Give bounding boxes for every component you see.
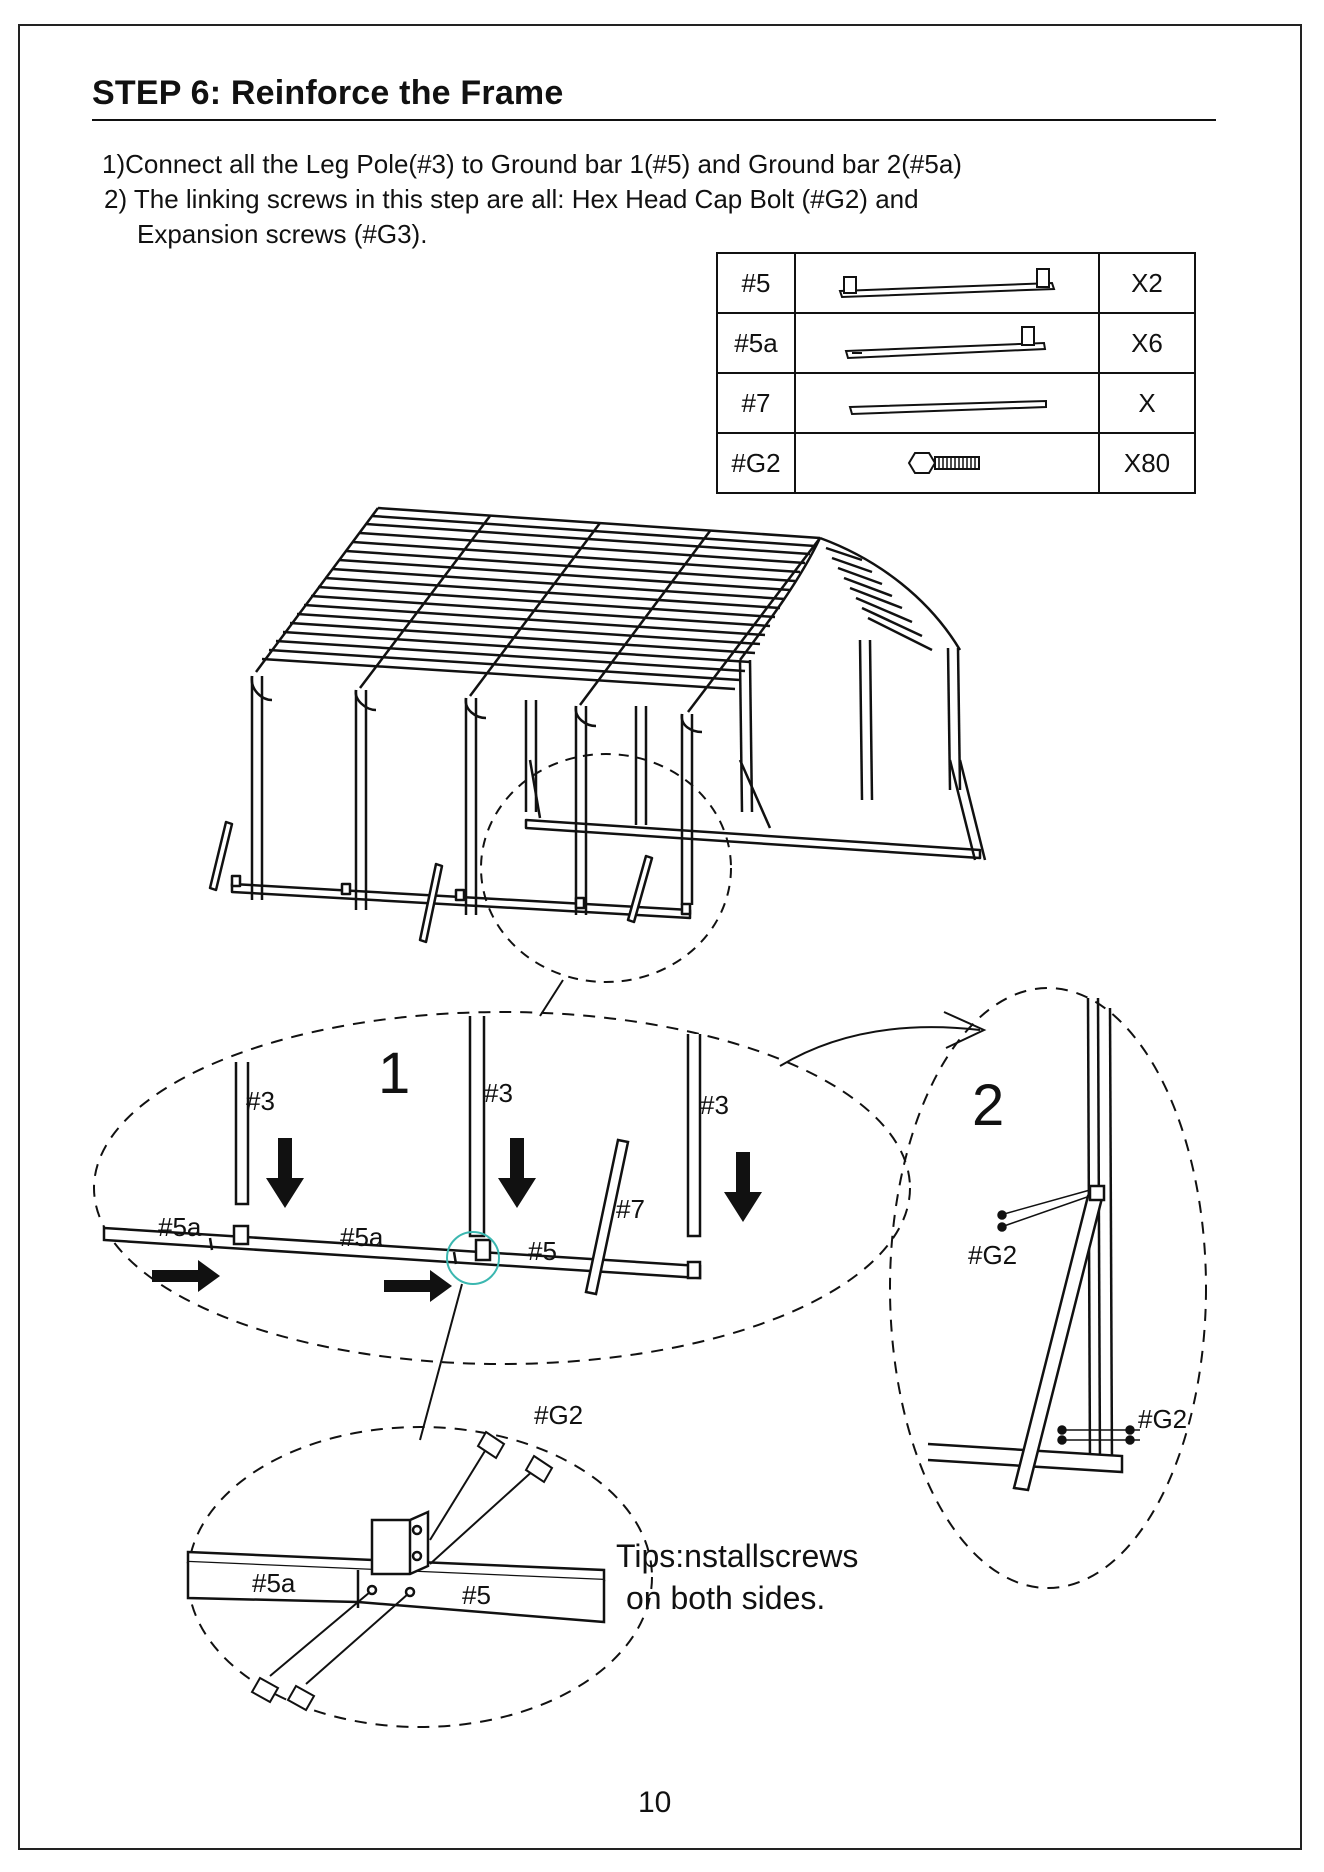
- part-code: #G2: [716, 432, 796, 494]
- hex-bolt-icon: [907, 452, 980, 474]
- tips-line-2: on both sides.: [626, 1580, 826, 1616]
- back-legs: [524, 659, 772, 829]
- label-bar-right: #5: [462, 1580, 491, 1610]
- part-qty: X80: [1098, 432, 1196, 494]
- label-bar-left: #5a: [252, 1568, 296, 1598]
- ground-bar-1-icon: [838, 268, 1056, 299]
- roof-purlins: [261, 506, 821, 691]
- label-brace: #7: [616, 1194, 645, 1224]
- parts-row: #7 X: [716, 372, 1196, 434]
- detail-1-number: 1: [378, 1041, 411, 1106]
- label-leg-a: #3: [246, 1086, 275, 1116]
- title-rule: [92, 119, 1216, 121]
- front-ground-bar: [230, 882, 692, 920]
- part-qty: X6: [1098, 312, 1196, 374]
- label-bar-c: #5: [528, 1236, 557, 1266]
- detail-1-ellipse: [93, 1011, 911, 1365]
- detail-2-number: 2: [972, 1073, 1005, 1138]
- tips-line-1: Tips:nstallscrews: [616, 1538, 859, 1574]
- step-title: STEP 6: Reinforce the Frame: [92, 74, 564, 112]
- page-border: [18, 24, 1302, 1850]
- part-code: #5: [716, 252, 796, 314]
- parts-row: #5a X6: [716, 312, 1196, 374]
- detail-2-ellipse: [889, 987, 1207, 1589]
- down-arrows: [266, 1138, 762, 1222]
- detail-3-ellipse: [187, 1426, 653, 1728]
- right-arrows: [152, 1260, 452, 1302]
- label-leg-b: #3: [484, 1078, 513, 1108]
- page-number: 10: [638, 1786, 672, 1819]
- gable-end: [738, 536, 987, 861]
- instruction-1: 1)Connect all the Leg Pole(#3) to Ground…: [102, 149, 962, 179]
- part-code: #7: [716, 372, 796, 434]
- part-code: #5a: [716, 312, 796, 374]
- roof-rafters: [254, 507, 821, 713]
- front-legs: [250, 675, 703, 915]
- joint-highlight: [446, 1231, 500, 1285]
- part-qty: X2: [1098, 252, 1196, 314]
- brace-bar-icon: [848, 399, 1047, 416]
- part-qty: X: [1098, 372, 1196, 434]
- ground-bar-2-icon: [844, 326, 1047, 360]
- parts-row: #5 X2: [716, 252, 1196, 314]
- label-leg-c: #3: [700, 1090, 729, 1120]
- instruction-3: Expansion screws (#G3).: [137, 219, 428, 249]
- parts-table: #5 X2 #5a X6 #7 X #G2: [716, 252, 1196, 494]
- label-bar-a: #5a: [158, 1212, 202, 1242]
- label-bolt: #G2: [534, 1400, 584, 1430]
- label-bolt-upper: #G2: [968, 1240, 1018, 1270]
- parts-row: #G2 X80: [716, 432, 1196, 494]
- instruction-2: 2) The linking screws in this step are a…: [104, 184, 919, 214]
- back-ground-bar: [524, 818, 982, 860]
- label-bolt-lower: #G2: [1138, 1404, 1188, 1434]
- label-bar-b: #5a: [340, 1222, 384, 1252]
- callout-circle: [480, 753, 732, 983]
